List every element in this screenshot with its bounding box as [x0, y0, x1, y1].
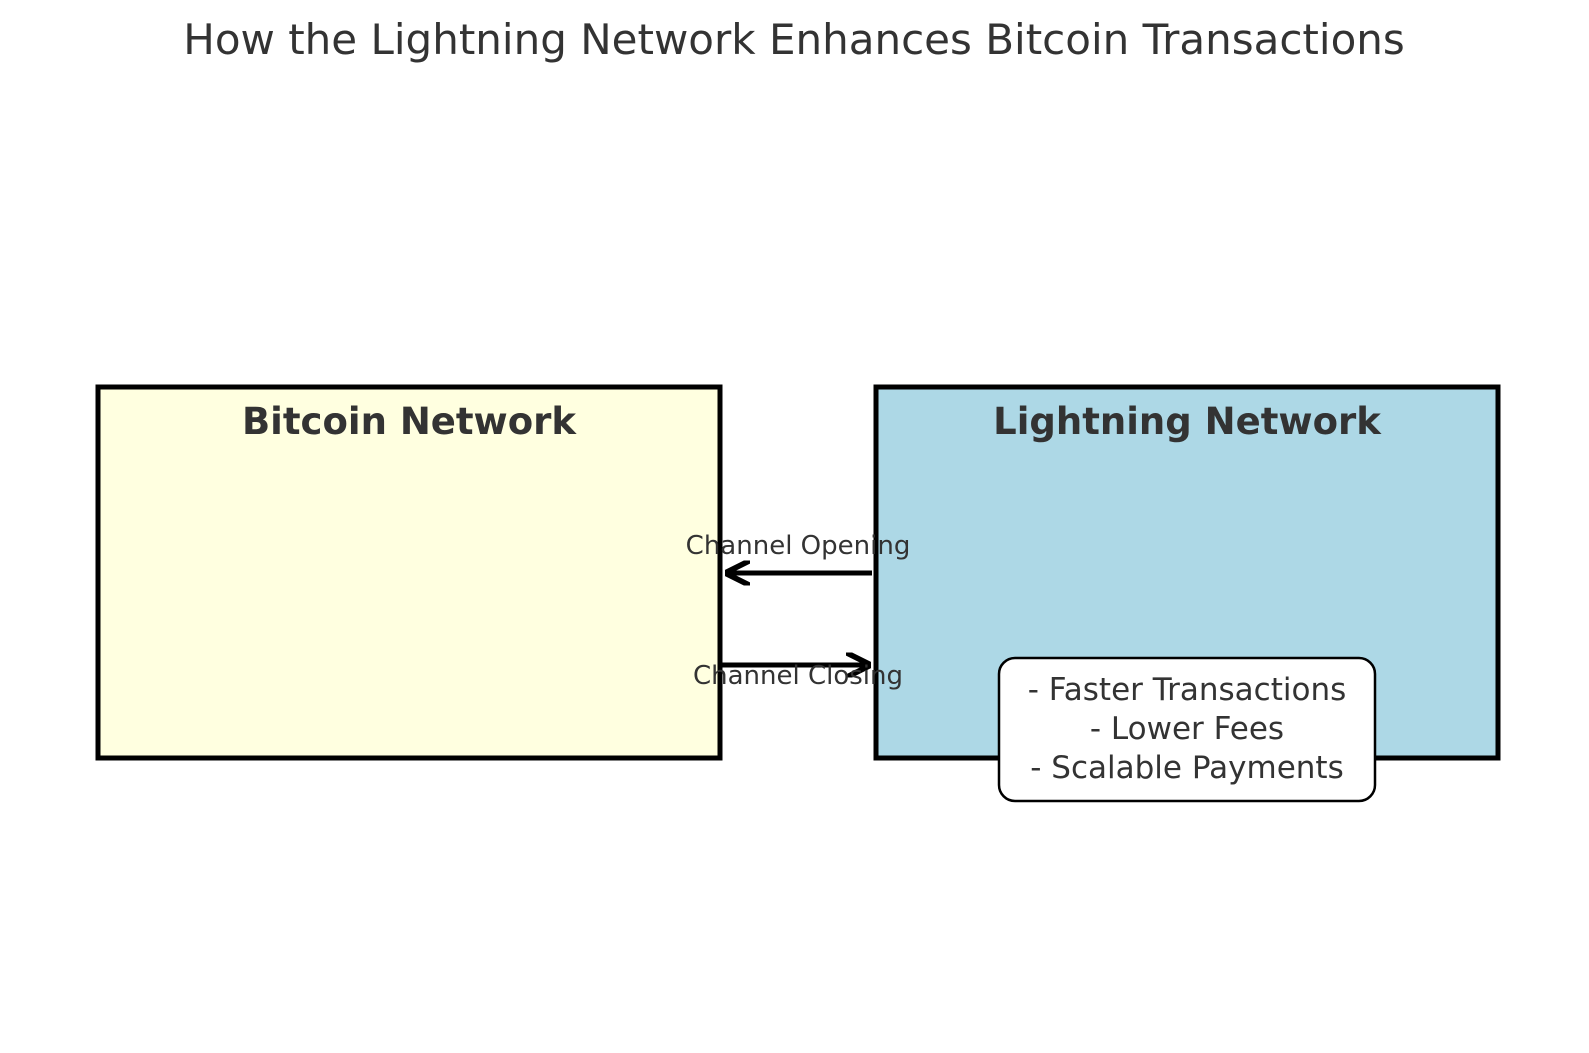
channel-closing-edge: Channel Closing: [693, 661, 903, 691]
bitcoin-network-node: Bitcoin Network: [95, 384, 723, 761]
bitcoin-network-label: Bitcoin Network: [242, 400, 577, 443]
benefit-faster-transactions: - Faster Transactions: [1028, 672, 1347, 708]
lightning-network-label: Lightning Network: [993, 400, 1382, 443]
channel-closing-label: Channel Closing: [693, 661, 903, 691]
benefits-callout-box: [997, 656, 1377, 803]
benefit-scalable-payments: - Scalable Payments: [1030, 750, 1343, 786]
bitcoin-network-box: [95, 384, 723, 761]
diagram-title: How the Lightning Network Enhances Bitco…: [183, 15, 1405, 64]
benefits-callout: - Faster Transactions - Lower Fees - Sca…: [997, 656, 1377, 803]
benefit-lower-fees: - Lower Fees: [1090, 711, 1284, 747]
channel-opening-edge: Channel Opening: [686, 531, 911, 573]
channel-opening-label: Channel Opening: [686, 531, 911, 561]
